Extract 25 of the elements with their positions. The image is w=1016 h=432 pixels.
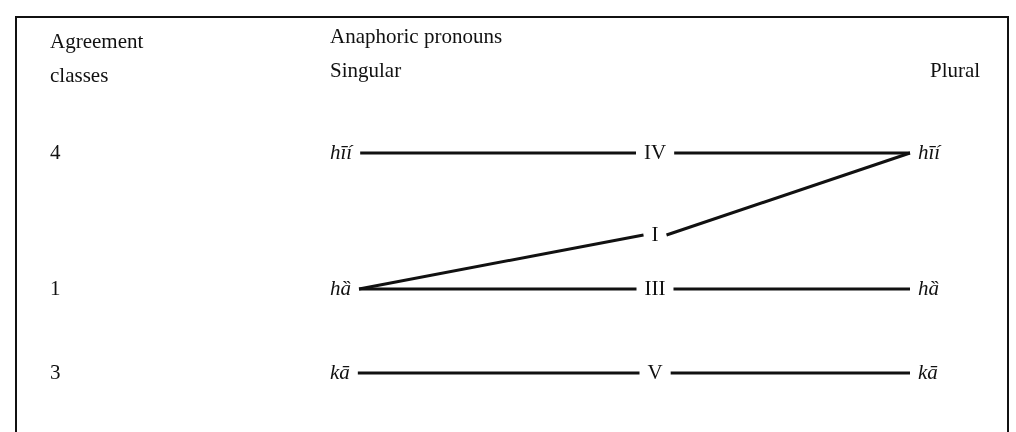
row-number: 1 bbox=[50, 276, 61, 300]
column-heading: Plural bbox=[930, 58, 981, 82]
pronoun-word: kā bbox=[330, 360, 350, 384]
connecting-line bbox=[674, 151, 910, 155]
column-heading: Singular bbox=[330, 58, 402, 82]
row-number: 3 bbox=[50, 360, 61, 384]
column-heading: Anaphoric pronouns bbox=[330, 24, 503, 48]
class-numeral: V bbox=[647, 360, 663, 384]
pronoun-word: hȁ bbox=[330, 276, 351, 300]
pronoun-word: kā bbox=[918, 360, 938, 384]
column-heading: Agreement classes bbox=[50, 28, 145, 89]
row-number: 4 bbox=[50, 140, 61, 164]
pronoun-word: hīí bbox=[918, 140, 941, 164]
class-numeral: I bbox=[651, 222, 659, 246]
connecting-line bbox=[670, 371, 910, 375]
connecting-line bbox=[360, 151, 636, 155]
connecting-line bbox=[359, 287, 637, 291]
connecting-line bbox=[358, 233, 644, 291]
class-numeral: III bbox=[644, 276, 666, 300]
class-numeral: IV bbox=[644, 140, 667, 164]
connecting-line bbox=[673, 287, 910, 291]
connecting-line bbox=[666, 151, 911, 237]
connecting-line bbox=[357, 371, 640, 375]
pronoun-word: hȁ bbox=[918, 276, 939, 300]
pronoun-word: hīí bbox=[330, 140, 353, 164]
